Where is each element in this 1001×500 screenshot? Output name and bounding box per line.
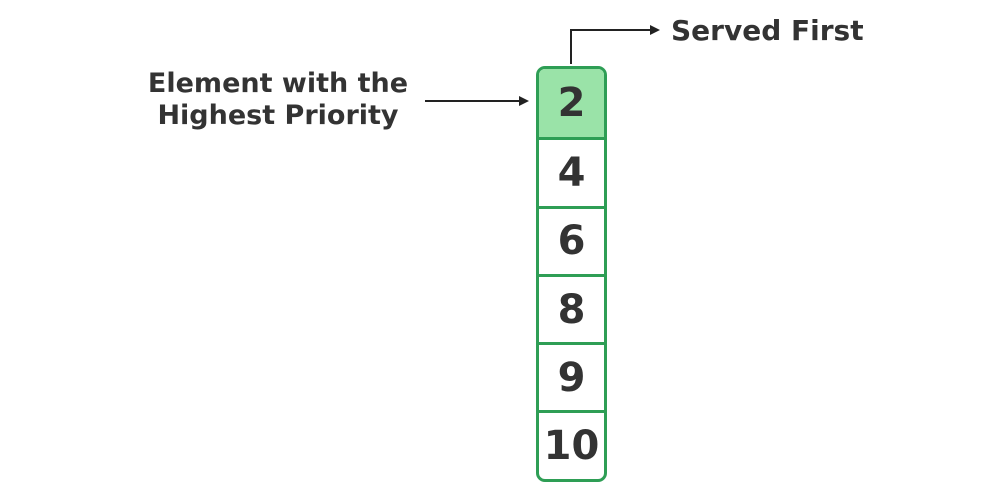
priority-queue: 2 4 6 8 9 10 [536, 66, 607, 482]
highest-priority-label-line1: Element with the [147, 68, 409, 99]
queue-cell: 10 [539, 410, 604, 478]
queue-cell: 4 [539, 137, 604, 205]
queue-cell: 8 [539, 273, 604, 342]
highest-priority-label: Element with the Highest Priority [130, 68, 426, 132]
served-first-label: Served First [671, 14, 864, 47]
highest-priority-label-line2: Highest Priority [157, 100, 399, 131]
queue-cell: 9 [539, 342, 604, 410]
queue-cell-highest: 2 [539, 69, 604, 138]
served-first-arrow [570, 25, 660, 64]
queue-cell: 6 [539, 205, 604, 274]
